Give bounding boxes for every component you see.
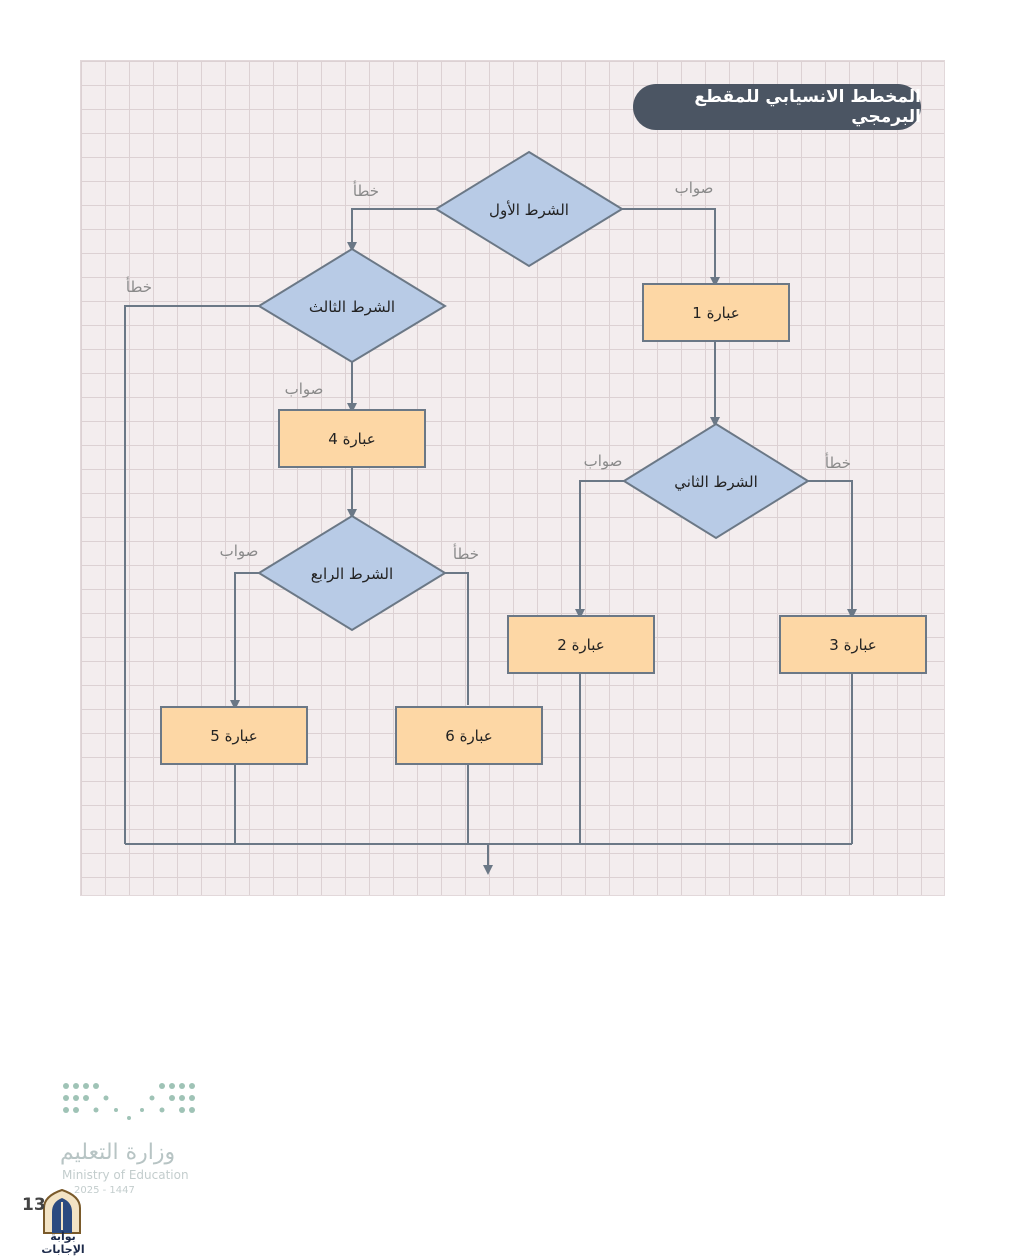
watermark-logo-icon [43, 1188, 81, 1234]
diagram-title: المخطط الانسيابي للمقطع البرمجي [633, 84, 921, 130]
svg-text:عبارة 5: عبارة 5 [210, 727, 257, 745]
box-stmt5: عبارة 5 [160, 706, 308, 765]
svg-text:الشرط الثالث: الشرط الثالث [309, 298, 395, 316]
connector-cond4-true [230, 572, 259, 710]
svg-text:عبارة 3: عبارة 3 [829, 636, 876, 654]
svg-text:الشرط الرابع: الشرط الرابع [311, 565, 393, 583]
diamond-cond3: الشرط الثالث [257, 247, 447, 364]
label-cond4-true: صواب [220, 542, 259, 560]
ministry-year: 2025 - 1447 [74, 1185, 135, 1196]
svg-text:عبارة 2: عبارة 2 [557, 636, 604, 654]
box-stmt2: عبارة 2 [507, 615, 655, 674]
connectors [124, 208, 857, 875]
label-cond3-false: خطأ [126, 276, 152, 296]
diamond-cond1: الشرط الأول [434, 150, 624, 268]
connector-cond1-true [622, 208, 720, 287]
box-stmt4: عبارة 4 [278, 409, 426, 468]
connector-cond3-false [124, 305, 259, 844]
connector-cond2-true [575, 480, 624, 619]
watermark-text: بوابة الإجابات [41, 1230, 85, 1256]
diamond-cond4: الشرط الرابع [257, 514, 447, 632]
svg-text:عبارة 4: عبارة 4 [328, 430, 375, 448]
box-stmt1: عبارة 1 [642, 283, 790, 342]
label-cond1-false: خطأ [353, 180, 379, 200]
svg-text:الشرط الأول: الشرط الأول [489, 200, 569, 219]
svg-text:عبارة 6: عبارة 6 [445, 727, 492, 745]
box-stmt6: عبارة 6 [395, 706, 543, 765]
svg-text:الشرط الثاني: الشرط الثاني [674, 473, 758, 492]
ministry-name-arabic: وزارة التعليم [60, 1140, 176, 1165]
label-cond4-false: خطأ [453, 543, 479, 563]
label-cond3-true: صواب [285, 380, 324, 398]
label-cond1-true: صواب [675, 179, 714, 197]
label-cond2-true: صواب [584, 452, 623, 470]
svg-text:عبارة 1: عبارة 1 [692, 304, 739, 322]
ministry-logo-icon [63, 1083, 195, 1120]
ministry-name-english: Ministry of Education [62, 1168, 189, 1182]
connector-cond1-false [347, 208, 436, 252]
connector-cond4-false [445, 572, 469, 705]
connector-cond2-false [808, 480, 857, 619]
label-cond2-false: خطأ [825, 452, 851, 472]
diamond-cond2: الشرط الثاني [622, 422, 810, 540]
box-stmt3: عبارة 3 [779, 615, 927, 674]
page-number: 13 [22, 1195, 46, 1215]
